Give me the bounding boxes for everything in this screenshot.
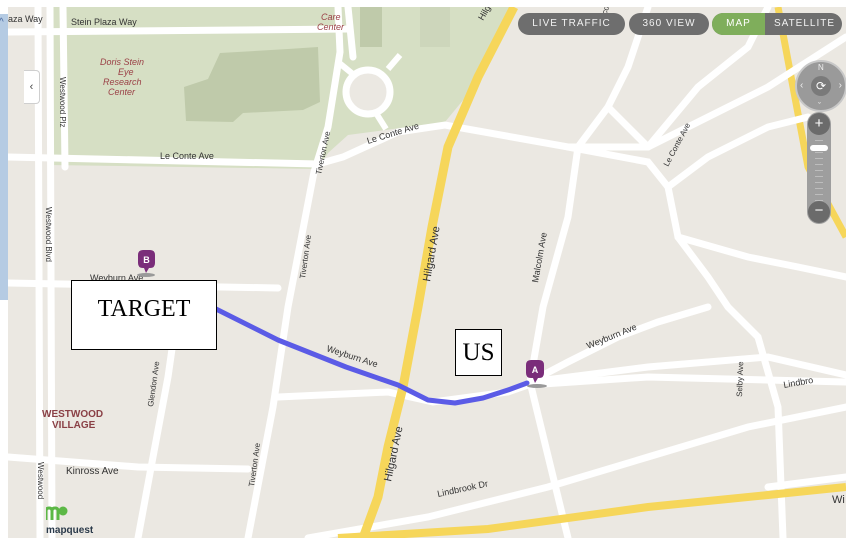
mapquest-logo-icon	[46, 506, 68, 520]
label-care-center-2: Center	[317, 22, 345, 32]
scroll-up-arrow-icon[interactable]: ^	[0, 17, 4, 28]
label-doris-stein-1: Doris Stein	[100, 57, 144, 67]
label-care-center-1: Care	[321, 12, 341, 22]
pan-left-arrow-icon[interactable]: ‹	[800, 80, 804, 91]
road-stein-plaza	[8, 25, 352, 36]
left-panel-edge: ^	[0, 0, 8, 538]
map-svg: laza Way Stein Plaza Way Westwood Plz We…	[8, 7, 846, 538]
label-westwood-blvd: Westwood Blvd	[44, 207, 53, 262]
us-annotation: US	[455, 329, 502, 376]
zoom-out-button[interactable]: −	[808, 201, 830, 223]
marker-b-letter: B	[143, 255, 150, 265]
rotate-reset-icon[interactable]: ⟳	[811, 76, 831, 96]
pan-down-arrow-icon[interactable]: ˇ	[818, 101, 821, 111]
zoom-slider[interactable]: + −	[807, 112, 831, 224]
map-canvas[interactable]: laza Way Stein Plaza Way Westwood Plz We…	[8, 7, 846, 538]
mapquest-wordmark: mapquest	[46, 525, 94, 536]
label-westwood-plz: Westwood Plz	[58, 77, 67, 128]
side-panel-scrollbar[interactable]: ^	[0, 14, 8, 300]
label-westwood-village-1: WESTWOOD	[42, 409, 103, 420]
map-view-button[interactable]: MAP	[712, 13, 765, 35]
label-westwood-lower: Westwood	[36, 462, 45, 499]
hilgard-avenue	[358, 7, 519, 538]
marker-a-letter: A	[532, 365, 539, 375]
target-annotation: TARGET	[71, 280, 217, 350]
marker-a-pin-icon	[526, 360, 544, 383]
label-kinross-ave: Kinross Ave	[66, 466, 119, 477]
marker-a-shadow	[527, 384, 547, 388]
marker-b-shadow	[137, 273, 155, 277]
label-doris-stein-4: Center	[108, 87, 136, 97]
yellow-road-south	[337, 483, 846, 538]
navigation-compass[interactable]: N ‹ › ˇ ⟳	[795, 60, 846, 112]
route-line	[205, 302, 530, 406]
roundabout	[342, 66, 394, 118]
label-weyburn-west: Weyburn Ave	[90, 273, 143, 283]
marker-a[interactable]: A	[526, 360, 547, 388]
zoom-ticks	[815, 140, 823, 202]
label-selby-ave: Selby Ave	[735, 361, 745, 397]
label-doris-stein-3: Research	[103, 77, 142, 87]
label-westwood-village-2: VILLAGE	[52, 420, 96, 431]
view-360-button[interactable]: 360 VIEW	[629, 13, 709, 35]
chevron-left-icon: ‹	[29, 81, 34, 93]
campus-building-2	[360, 7, 382, 47]
label-doris-stein-2: Eye	[118, 67, 134, 77]
marker-b[interactable]: B	[137, 250, 155, 277]
map-type-toggle: MAP SATELLITE	[712, 13, 842, 35]
label-plaza-way: laza Way	[8, 14, 43, 24]
campus-building-3	[420, 7, 450, 47]
label-wi-fragment: Wi	[832, 494, 845, 506]
live-traffic-button[interactable]: LIVE TRAFFIC	[518, 13, 625, 35]
campus-building	[184, 47, 320, 122]
satellite-view-button[interactable]: SATELLITE	[773, 18, 836, 29]
label-stein-plaza-way: Stein Plaza Way	[71, 17, 137, 27]
collapse-panel-button[interactable]: ‹	[24, 70, 40, 104]
pan-right-arrow-icon[interactable]: ›	[838, 80, 842, 91]
zoom-handle[interactable]	[810, 145, 828, 151]
label-le-conte-west: Le Conte Ave	[160, 151, 214, 161]
compass-north-label: N	[818, 63, 824, 72]
zoom-in-button[interactable]: +	[808, 113, 830, 135]
roundabout-spokes	[336, 53, 403, 131]
marker-b-pin-icon	[138, 250, 155, 273]
